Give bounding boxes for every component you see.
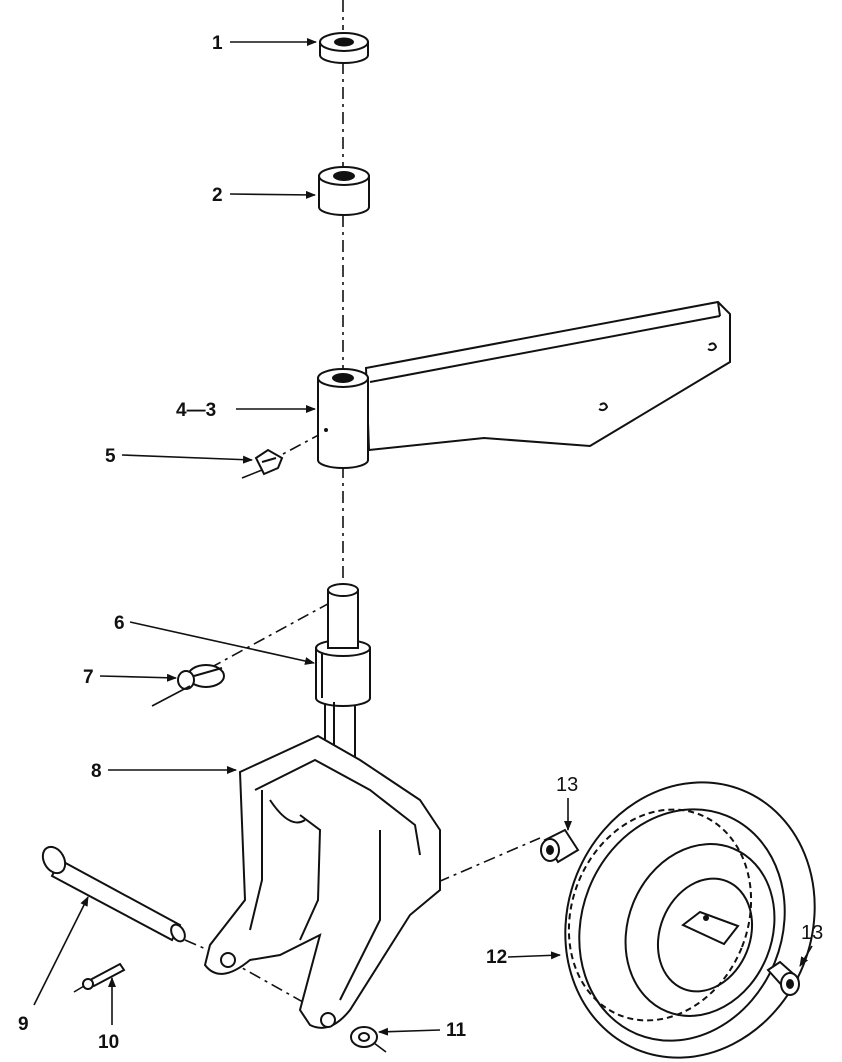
callout-11: 11 [446,1020,467,1041]
callout-13-lower: 13 [801,922,823,944]
callout-7: 7 [83,667,94,688]
callout-9: 9 [18,1014,29,1035]
washer-icon [350,1026,387,1053]
grease-fitting-icon [241,448,284,479]
callout-5: 5 [105,446,116,467]
tire-wheel-icon [564,781,816,1059]
callout-6: 6 [114,613,125,634]
callout-10: 10 [98,1032,119,1053]
bushing-short-icon [319,32,369,64]
caster-arm-icon [317,300,731,469]
wheel-bearing-icon [766,960,800,996]
leader-lines [33,38,813,1036]
callout-8: 8 [91,761,102,782]
callout-13-upper: 13 [556,774,578,796]
bushing-tall-icon [318,166,370,216]
cotter-pin-icon [73,962,126,993]
callout-4-3: 4—3 [176,400,216,421]
callout-2: 2 [212,185,223,206]
wheel-fork-icon [203,734,441,1029]
callout-1: 1 [212,33,223,54]
callout-12: 12 [486,947,507,968]
wheel-bearing-icon [540,828,580,864]
lynch-pin-icon [151,664,225,707]
axle-bolt-icon [41,845,186,943]
